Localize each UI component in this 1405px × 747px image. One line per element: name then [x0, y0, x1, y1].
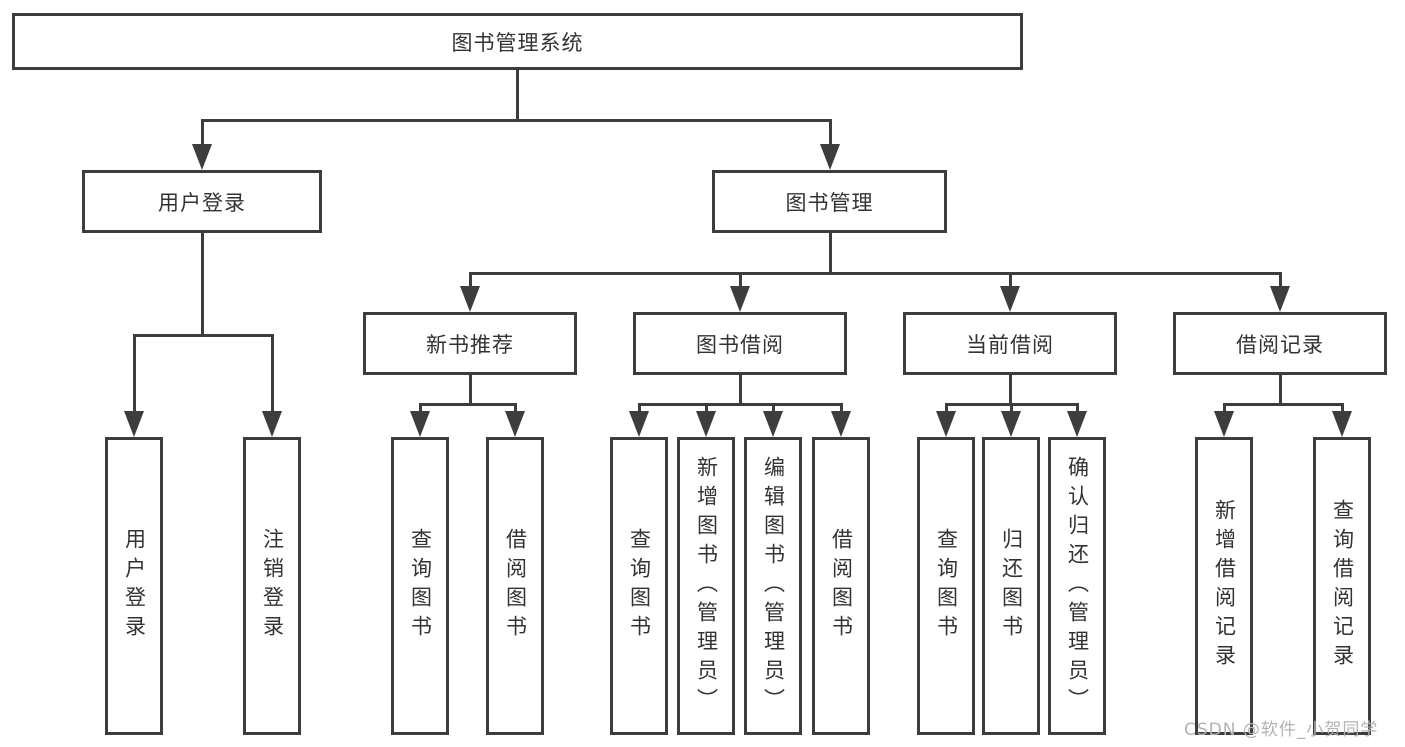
connector-drop-leaf	[513, 403, 517, 413]
connector-user-login-stem	[200, 231, 204, 336]
leaf-query-borrow-record-label: 查询借阅记录	[1330, 499, 1355, 673]
arrow-down-icon	[696, 411, 716, 437]
connector-drop-new-book-recommend	[468, 272, 472, 288]
connector-borrow-bus	[637, 403, 843, 406]
leaf-add-borrow-record: 新增借阅记录	[1195, 437, 1253, 735]
connector-user-login-bus	[132, 334, 274, 337]
connector-drop-leaf-logout	[270, 334, 274, 413]
connector-records-bus	[1222, 403, 1344, 406]
arrow-down-icon	[936, 411, 956, 437]
arrow-down-icon	[262, 411, 282, 437]
connector-current-stem	[1008, 374, 1012, 406]
leaf-query-books-current-label: 查询图书	[934, 528, 959, 644]
leaf-add-book-admin: 新增图书（管理员）	[677, 437, 735, 735]
leaf-query-books-borrow-label: 查询图书	[627, 528, 652, 644]
connector-recommend-stem	[468, 374, 472, 406]
arrow-down-icon	[1067, 411, 1087, 437]
connector-records-stem	[1278, 374, 1282, 406]
leaf-confirm-return-admin: 确认归还（管理员）	[1048, 437, 1106, 735]
node-book-borrow: 图书借阅	[633, 312, 847, 375]
connector-drop-leaf	[1009, 403, 1013, 413]
arrow-down-icon	[1270, 286, 1290, 312]
connector-drop-borrow-records	[1278, 272, 1282, 288]
node-new-book-recommend: 新书推荐	[363, 312, 577, 375]
connector-drop-leaf	[418, 403, 422, 413]
leaf-user-login: 用户登录	[105, 437, 163, 735]
connector-root-bus	[200, 119, 832, 122]
leaf-borrow-books-recommend-label: 借阅图书	[503, 528, 528, 644]
connector-book-management-stem	[828, 231, 832, 275]
node-borrow-records: 借阅记录	[1173, 312, 1387, 375]
leaf-query-borrow-record: 查询借阅记录	[1313, 437, 1371, 735]
leaf-add-book-admin-label: 新增图书（管理员）	[694, 455, 719, 717]
leaf-query-books-recommend-label: 查询图书	[408, 528, 433, 644]
node-book-management: 图书管理	[712, 170, 947, 233]
csdn-watermark: CSDN @软件_小贺同学	[1184, 720, 1379, 740]
leaf-return-book: 归还图书	[982, 437, 1040, 735]
connector-drop-leaf	[704, 403, 708, 413]
connector-drop-leaf	[771, 403, 775, 413]
leaf-query-books-borrow: 查询图书	[610, 437, 668, 735]
arrow-down-icon	[460, 286, 480, 312]
node-root: 图书管理系统	[12, 13, 1023, 70]
arrow-down-icon	[1001, 411, 1021, 437]
arrow-down-icon	[1332, 411, 1352, 437]
leaf-edit-book-admin-label: 编辑图书（管理员）	[761, 455, 786, 717]
connector-drop-leaf	[839, 403, 843, 413]
leaf-user-login-label: 用户登录	[122, 528, 147, 644]
connector-drop-leaf	[1075, 403, 1079, 413]
node-current-borrow: 当前借阅	[903, 312, 1117, 375]
arrow-down-icon	[763, 411, 783, 437]
connector-drop-user-login	[200, 119, 204, 146]
arrow-down-icon	[629, 411, 649, 437]
arrow-down-icon	[124, 411, 144, 437]
leaf-query-books-current: 查询图书	[917, 437, 975, 735]
arrow-down-icon	[820, 144, 840, 170]
connector-root-stem	[515, 69, 519, 120]
leaf-edit-book-admin: 编辑图书（管理员）	[744, 437, 802, 735]
leaf-return-book-label: 归还图书	[999, 528, 1024, 644]
arrow-down-icon	[410, 411, 430, 437]
connector-drop-book-management	[828, 119, 832, 146]
arrow-down-icon	[192, 144, 212, 170]
leaf-borrow-books: 借阅图书	[812, 437, 870, 735]
leaf-confirm-return-admin-label: 确认归还（管理员）	[1065, 455, 1090, 717]
arrow-down-icon	[505, 411, 525, 437]
connector-recommend-bus	[418, 403, 517, 406]
arrow-down-icon	[730, 286, 750, 312]
connector-drop-leaf-user-login	[132, 334, 136, 413]
connector-book-management-bus	[468, 272, 1282, 275]
leaf-borrow-books-label: 借阅图书	[829, 528, 854, 644]
connector-drop-leaf	[944, 403, 948, 413]
node-user-login: 用户登录	[82, 170, 322, 233]
arrow-down-icon	[1214, 411, 1234, 437]
leaf-logout: 注销登录	[243, 437, 301, 735]
leaf-add-borrow-record-label: 新增借阅记录	[1212, 499, 1237, 673]
connector-drop-book-borrow	[738, 272, 742, 288]
leaf-logout-label: 注销登录	[260, 528, 285, 644]
leaf-borrow-books-recommend: 借阅图书	[486, 437, 544, 735]
arrow-down-icon	[831, 411, 851, 437]
connector-drop-current-borrow	[1008, 272, 1012, 288]
connector-drop-leaf	[1222, 403, 1226, 413]
connector-borrow-stem	[738, 374, 742, 406]
leaf-query-books-recommend: 查询图书	[391, 437, 449, 735]
connector-drop-leaf	[1340, 403, 1344, 413]
connector-drop-leaf	[637, 403, 641, 413]
arrow-down-icon	[1000, 286, 1020, 312]
